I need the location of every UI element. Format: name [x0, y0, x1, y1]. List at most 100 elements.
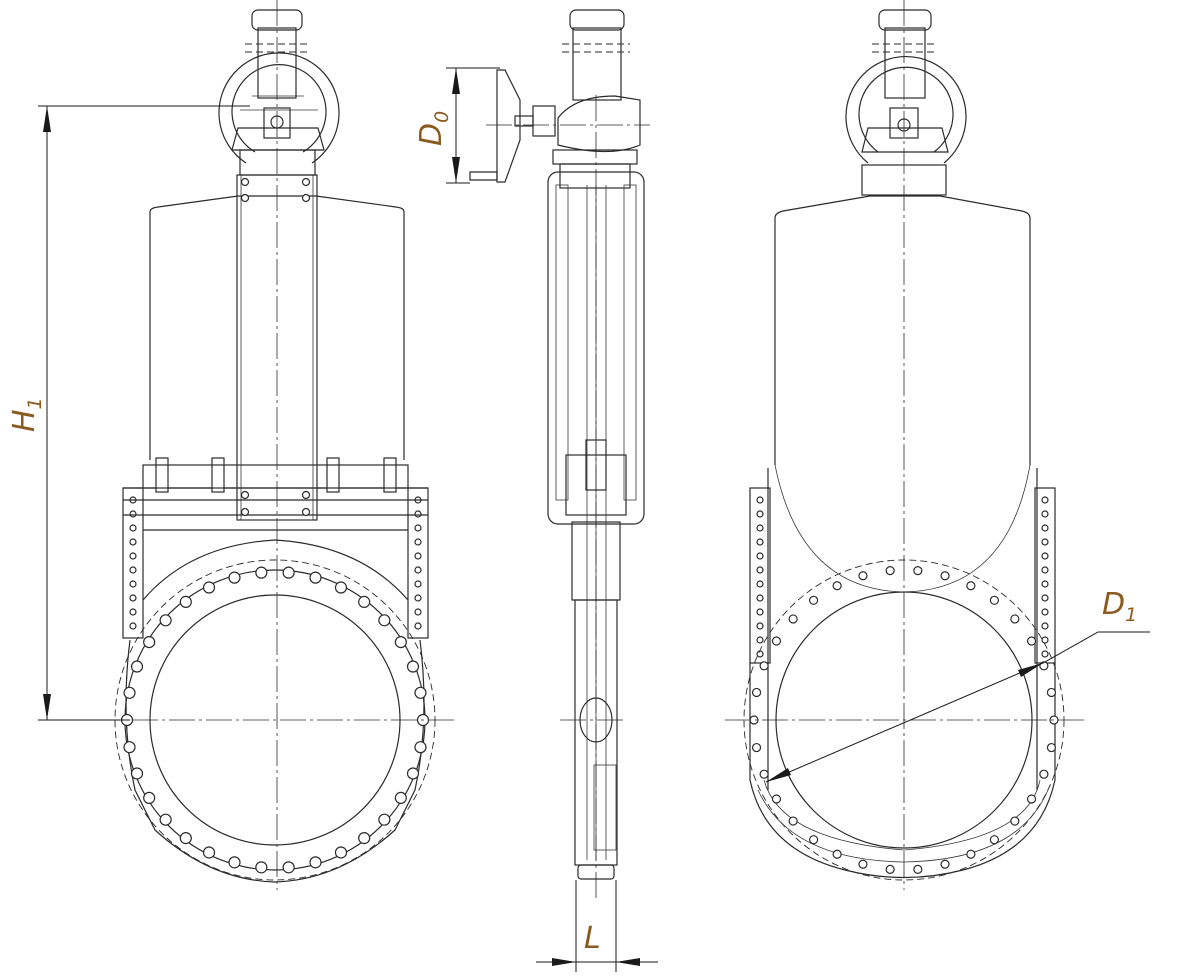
front-view: [95, 0, 455, 890]
bolt-hole: [228, 856, 241, 869]
bolt-hole: [913, 566, 923, 576]
front-bolt-circle: [120, 566, 430, 874]
rear-flange-body: [749, 663, 1056, 879]
plate-hole: [1041, 538, 1049, 546]
guide-hole: [301, 490, 311, 500]
front-handwheel: [218, 52, 340, 164]
plate-hole: [1041, 636, 1049, 644]
bolt-hole: [358, 832, 371, 845]
plate-hole: [1041, 622, 1049, 630]
rear-view: D1: [725, 0, 1150, 890]
guide-hole: [240, 507, 250, 517]
bolt-hole: [123, 686, 136, 699]
side-gearbox: [557, 95, 641, 153]
bolt-hole: [966, 849, 976, 859]
bolt-hole: [159, 614, 172, 627]
side-shaft-stub: [532, 105, 556, 137]
plate-hole: [414, 510, 422, 518]
rear-stem-cap: [884, 27, 926, 99]
plate-hole: [1041, 580, 1049, 588]
bolt-hole: [179, 595, 192, 608]
d1-label: D1: [1102, 587, 1137, 626]
front-yoke-arch: [142, 539, 409, 601]
bolt-hole: [885, 566, 895, 576]
plate-hole: [414, 538, 422, 546]
rear-gearbox: [861, 127, 949, 153]
side-stem-cap: [572, 27, 622, 101]
bolt-hole: [1010, 816, 1020, 826]
bolt-hole: [966, 581, 976, 591]
plate-hole: [414, 608, 422, 616]
bolt-hole: [202, 581, 216, 594]
plate-hole: [756, 594, 764, 602]
front-guide-holes: [240, 177, 311, 517]
d0-label: D0: [414, 111, 453, 146]
rear-cover: [774, 195, 1031, 465]
plate-hole: [756, 524, 764, 532]
plate-hole: [414, 566, 422, 574]
plate-hole: [1041, 608, 1049, 616]
plate-hole: [414, 580, 422, 588]
bolt-hole: [334, 846, 348, 859]
bolt-hole: [378, 614, 391, 627]
plate-hole: [756, 510, 764, 518]
plate-hole: [756, 580, 764, 588]
bolt-hole: [228, 571, 241, 584]
front-gearbox-base: [239, 149, 316, 176]
bolt-hole: [788, 816, 798, 826]
guide-hole: [240, 177, 250, 187]
bolt-hole: [788, 614, 798, 624]
bolt-hole: [143, 791, 156, 805]
plate-hole: [756, 650, 764, 658]
side-handwheel: [496, 69, 521, 183]
bolt-hole: [809, 595, 819, 605]
front-gland-plate: [142, 464, 409, 489]
plate-hole: [129, 594, 137, 602]
front-flange-body: [125, 639, 425, 883]
bolt-hole: [858, 571, 868, 581]
bolt-hole: [1010, 614, 1020, 624]
rear-plate-holes: [756, 496, 1049, 658]
bolt-hole: [1046, 742, 1057, 753]
guide-hole: [301, 193, 311, 203]
bolt-hole: [989, 595, 999, 605]
bolt-hole: [143, 635, 156, 649]
bolt-hole: [1026, 636, 1037, 646]
bolt-hole: [179, 832, 192, 845]
plate-hole: [414, 594, 422, 602]
plate-hole: [1041, 594, 1049, 602]
plate-hole: [129, 580, 137, 588]
bolt-hole: [130, 660, 144, 673]
bolt-hole: [282, 566, 295, 579]
gland-bolt: [383, 457, 397, 493]
bolt-hole: [309, 856, 322, 869]
plate-hole: [1041, 650, 1049, 658]
bolt-hole: [989, 835, 999, 845]
front-plate-holes: [129, 496, 422, 630]
bolt-hole: [751, 687, 762, 698]
bolt-hole: [334, 581, 348, 594]
bolt-hole: [1046, 687, 1057, 698]
bolt-hole: [414, 741, 427, 754]
bolt-hole: [358, 595, 371, 608]
bolt-hole: [771, 636, 782, 646]
bolt-hole: [1026, 794, 1037, 804]
bolt-hole: [394, 635, 407, 649]
bolt-hole: [159, 813, 172, 826]
bolt-hole: [832, 581, 842, 591]
plate-hole: [756, 566, 764, 574]
plate-hole: [414, 552, 422, 560]
bolt-hole: [202, 846, 216, 859]
plate-hole: [129, 552, 137, 560]
bolt-hole: [771, 794, 782, 804]
plate-hole: [1041, 566, 1049, 574]
plate-hole: [129, 538, 137, 546]
bolt-hole: [406, 660, 420, 673]
bolt-hole: [913, 864, 923, 874]
bolt-hole: [759, 661, 769, 671]
plate-hole: [756, 636, 764, 644]
l-label: L: [584, 921, 601, 956]
bolt-hole: [282, 861, 295, 874]
bolt-hole: [255, 566, 268, 579]
bolt-hole: [414, 686, 427, 699]
